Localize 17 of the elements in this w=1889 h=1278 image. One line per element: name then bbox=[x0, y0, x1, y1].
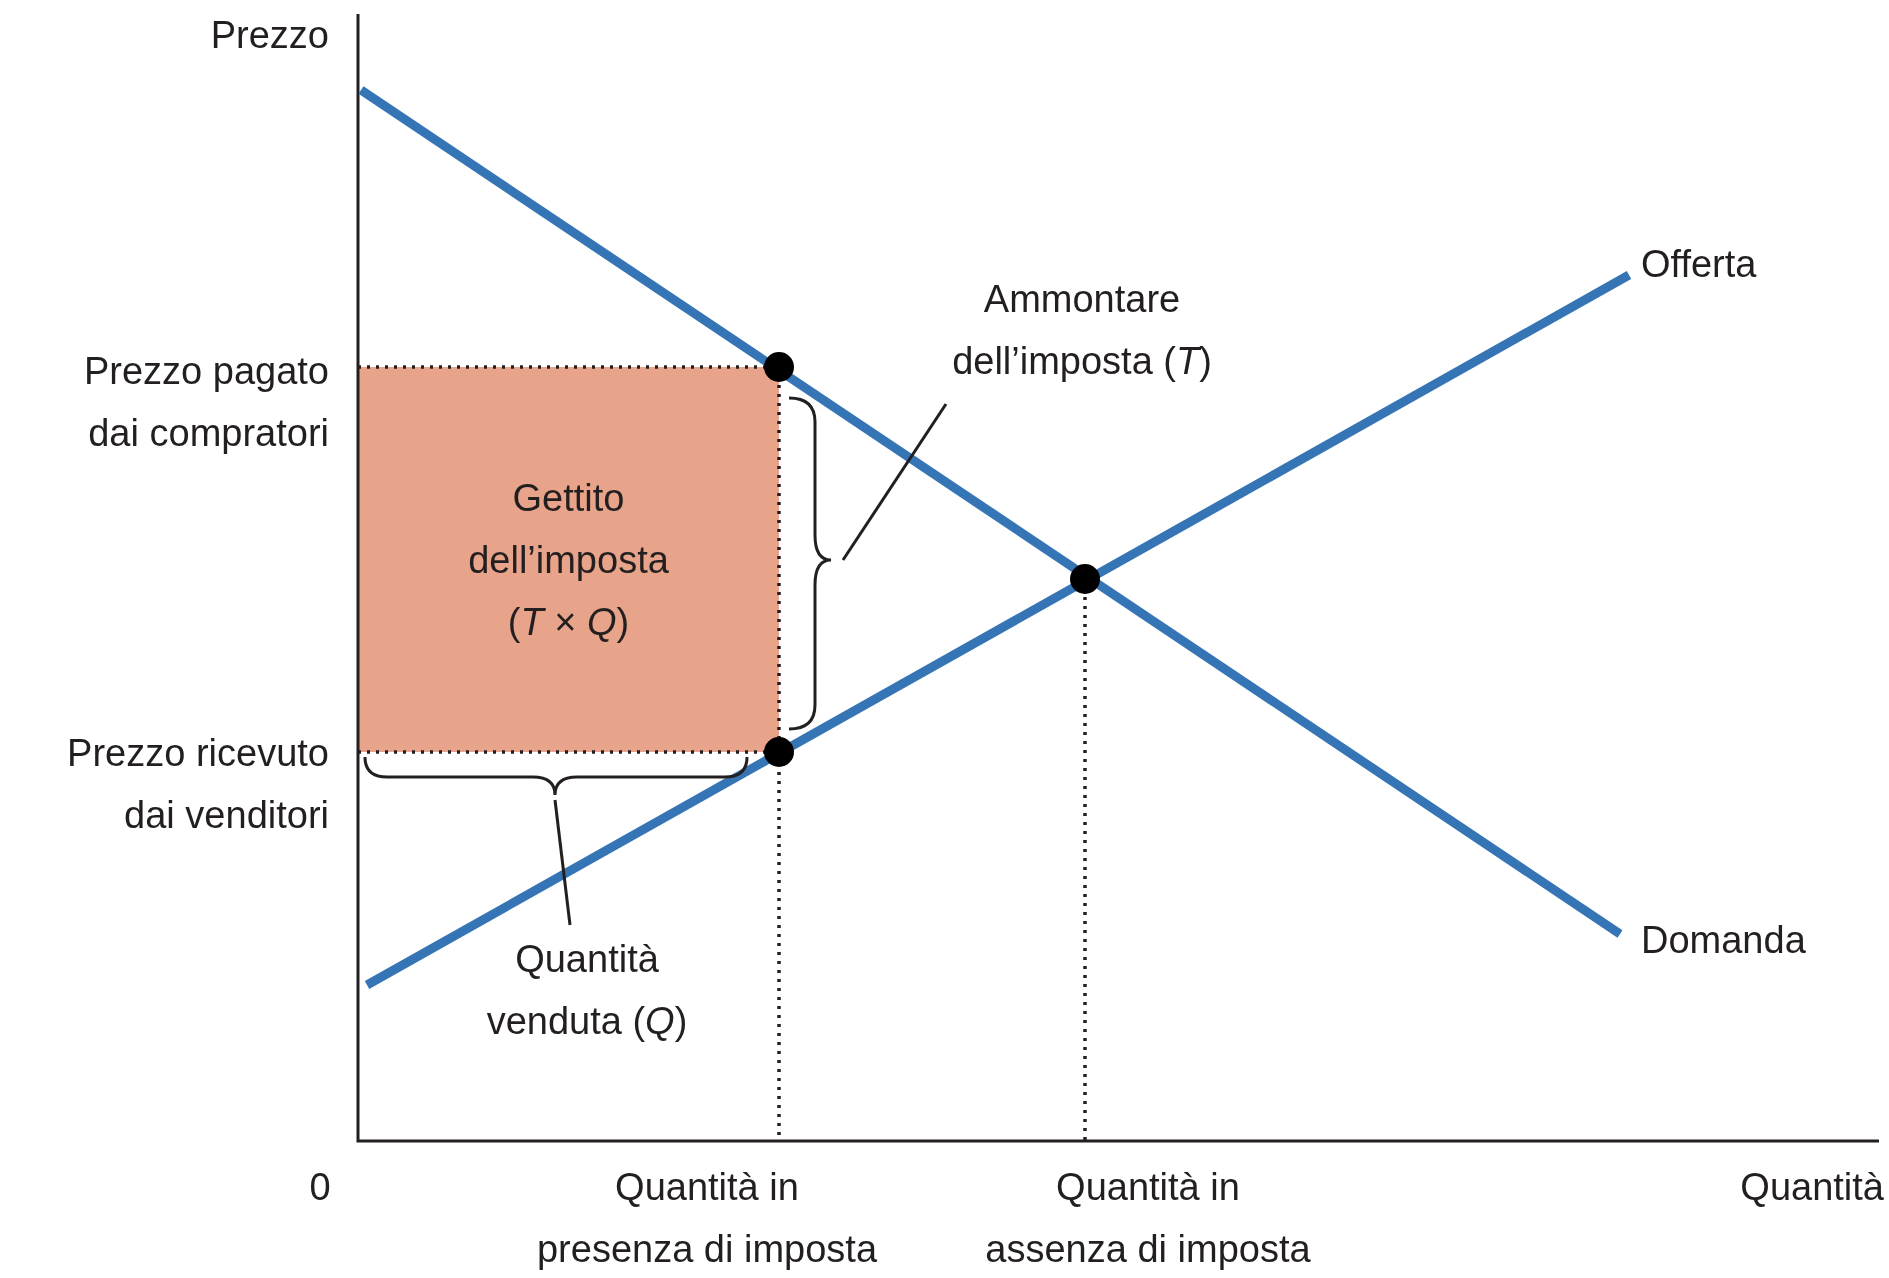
quantity-label: Quantità in assenza di imposta bbox=[984, 1165, 1312, 1272]
curve-label: Domanda bbox=[1641, 918, 1807, 963]
curve-label: Offerta bbox=[1641, 242, 1758, 287]
leader-line bbox=[841, 403, 948, 561]
origin-label: 0 bbox=[308, 1165, 332, 1210]
price-label: Prezzo pagato dai compratori bbox=[82, 349, 329, 456]
axis-title: Prezzo bbox=[209, 13, 329, 58]
quantity-label: Quantità in presenza di imposta bbox=[535, 1165, 879, 1272]
callout-text: Ammontare dell’imposta (T) bbox=[937, 268, 1227, 392]
tax-revenue-area bbox=[358, 367, 779, 752]
area-label: Gettito dell’imposta (T × Q) bbox=[467, 475, 670, 645]
axis-title: Quantità bbox=[1739, 1165, 1884, 1210]
price-label: Prezzo ricevuto dai venditori bbox=[66, 731, 329, 838]
callout-text: Quantità venduta (Q) bbox=[477, 928, 697, 1052]
bracket-mark bbox=[363, 756, 749, 797]
bracket-mark bbox=[788, 396, 833, 731]
leader-line bbox=[553, 799, 572, 926]
